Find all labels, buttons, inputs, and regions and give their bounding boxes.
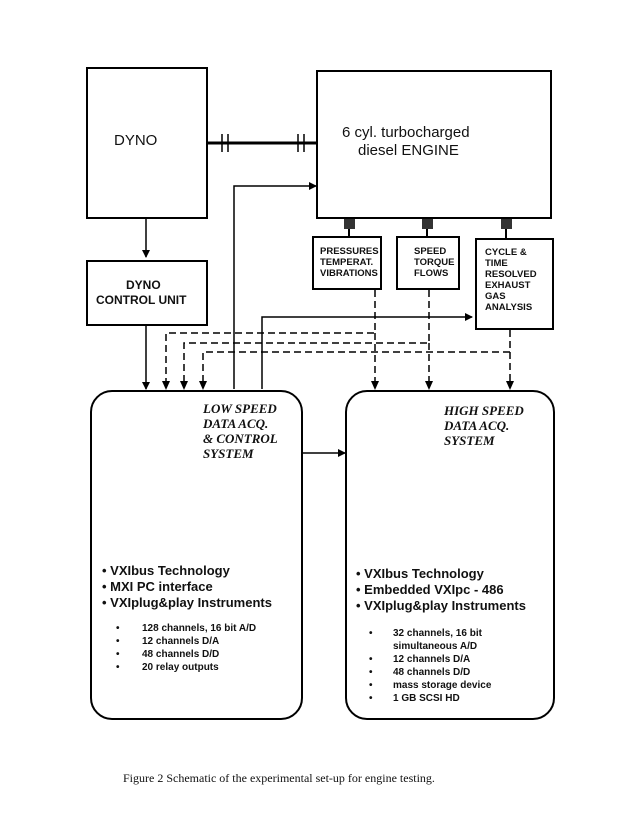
high-speed-spec-2: simultaneous A/D	[393, 641, 478, 652]
low-to-engine-line	[233, 182, 317, 389]
high-speed-title-line1: HIGH SPEED	[444, 403, 524, 418]
low-speed-spec-1: 128 channels, 16 bit A/D	[142, 623, 257, 634]
low-speed-spec-4: 20 relay outputs	[142, 662, 219, 673]
high-speed-spec-5: mass storage device	[393, 680, 492, 691]
low-speed-title-line3: & CONTROL	[203, 431, 278, 446]
low-speed-spec-bullet-1: •	[116, 623, 120, 634]
high-speed-spec-1: 32 channels, 16 bit	[393, 628, 482, 639]
high-speed-feature-2: • Embedded VXIpc - 486	[356, 582, 504, 597]
engine-port-2	[422, 219, 433, 229]
high-speed-spec-bullet-3: •	[369, 654, 373, 665]
pressures-line2: TEMPERAT.	[320, 257, 374, 268]
cycle-line2: TIME	[485, 258, 508, 269]
high-speed-spec-bullet-6: •	[369, 693, 373, 704]
dyno-control-line2: CONTROL UNIT	[96, 293, 187, 307]
low-speed-spec-2: 12 channels D/A	[142, 636, 220, 647]
low-speed-title-line2: DATA ACQ.	[203, 416, 269, 431]
pressures-line1: PRESSURES	[320, 246, 379, 257]
dashed-arrowheads	[162, 381, 514, 390]
cycle-line3: RESOLVED	[485, 269, 537, 280]
dyno-box: DYNO	[86, 67, 208, 219]
high-speed-title-line3: SYSTEM	[444, 433, 495, 448]
dashed-speed-to-low	[183, 290, 430, 384]
cycle-line1: CYCLE &	[485, 247, 527, 258]
low-speed-spec-bullet-2: •	[116, 636, 120, 647]
dyno-control-unit-box: DYNO CONTROL UNIT	[86, 260, 208, 326]
high-speed-feature-1: • VXIbus Technology	[356, 566, 484, 581]
low-speed-feature-3: • VXIplug&play Instruments	[102, 595, 272, 610]
pressures-sensor-box: PRESSURES TEMPERAT. VIBRATIONS	[312, 236, 382, 290]
high-speed-spec-3: 12 channels D/A	[393, 654, 471, 665]
low-to-exhaust-line	[261, 313, 473, 389]
low-speed-title-line1: LOW SPEED	[203, 401, 277, 416]
high-speed-spec-bullet-1: •	[369, 628, 373, 639]
engine-label-line2: diesel ENGINE	[358, 142, 459, 159]
dashed-pressures-to-low	[165, 290, 376, 384]
dyno-label: DYNO	[114, 132, 158, 149]
low-speed-spec-bullet-3: •	[116, 649, 120, 660]
cycle-line5: GAS	[485, 291, 506, 302]
dyno-control-line1: DYNO	[126, 278, 161, 292]
dashed-exhaust-to-low	[202, 330, 511, 384]
low-speed-feature-2: • MXI PC interface	[102, 579, 213, 594]
cycle-line6: ANALYSIS	[485, 302, 533, 313]
high-speed-system-box: HIGH SPEED DATA ACQ. SYSTEM • VXIbus Tec…	[345, 390, 555, 720]
figure-caption: Figure 2 Schematic of the experimental s…	[123, 771, 435, 785]
speed-line2: TORQUE	[414, 257, 455, 268]
high-speed-spec-6: 1 GB SCSI HD	[393, 693, 460, 704]
pressures-line3: VIBRATIONS	[320, 268, 378, 279]
high-speed-spec-4: 48 channels D/D	[393, 667, 471, 678]
low-speed-system-box: LOW SPEED DATA ACQ. & CONTROL SYSTEM • V…	[90, 390, 303, 720]
speed-line1: SPEED	[414, 246, 447, 257]
high-speed-spec-bullet-4: •	[369, 667, 373, 678]
engine-label-line1: 6 cyl. turbocharged	[342, 124, 470, 141]
low-speed-title-line4: SYSTEM	[203, 446, 254, 461]
speed-line3: FLOWS	[414, 268, 449, 279]
cycle-line4: EXHAUST	[485, 280, 531, 291]
engine-port-3	[501, 219, 512, 229]
coupling-right	[297, 134, 305, 152]
high-speed-title-line2: DATA ACQ.	[444, 418, 510, 433]
high-speed-feature-3: • VXIplug&play Instruments	[356, 598, 526, 613]
exhaust-analysis-box: CYCLE & TIME RESOLVED EXHAUST GAS ANALYS…	[475, 238, 554, 330]
low-speed-feature-1: • VXIbus Technology	[102, 563, 230, 578]
engine-port-1	[344, 219, 355, 229]
low-speed-spec-3: 48 channels D/D	[142, 649, 220, 660]
high-speed-spec-bullet-5: •	[369, 680, 373, 691]
coupling-left	[221, 134, 229, 152]
low-speed-spec-bullet-4: •	[116, 662, 120, 673]
engine-box: 6 cyl. turbocharged diesel ENGINE	[316, 70, 552, 219]
speed-sensor-box: SPEED TORQUE FLOWS	[396, 236, 460, 290]
